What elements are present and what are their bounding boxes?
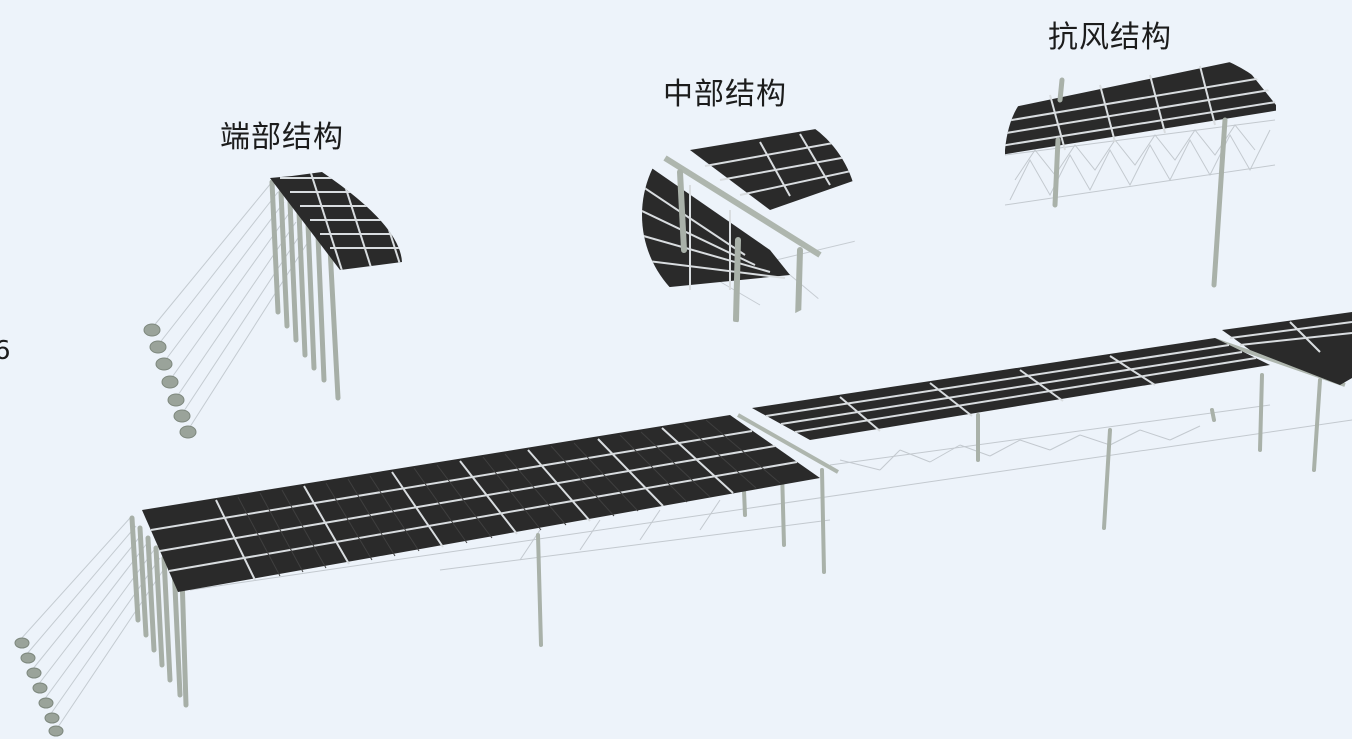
- end-structure-label: 端部结构: [220, 120, 344, 155]
- mid-panels-left: [642, 160, 790, 290]
- mid-posts: [677, 169, 803, 323]
- end-structure-inset: [143, 172, 402, 439]
- middle-structure-label: 中部结构: [663, 77, 787, 112]
- end-posts-inset: [269, 179, 341, 401]
- end-posts-main: [129, 515, 189, 708]
- panel-array-far: [1222, 312, 1352, 385]
- mid-panels-right: [690, 125, 858, 210]
- wind-posts: [1052, 77, 1228, 288]
- ground-anchors-inset: [143, 323, 197, 439]
- panel-array-left: [142, 415, 820, 592]
- middle-structure-inset: [642, 125, 858, 323]
- truss-lines: [189, 404, 1352, 591]
- ground-anchors-main: [14, 637, 64, 737]
- main-structure: [14, 312, 1352, 737]
- panel-array-right: [752, 338, 1270, 440]
- wind-structure-label: 抗风结构: [1048, 20, 1172, 55]
- mid-beam: [663, 155, 822, 258]
- wind-structure-inset: [1004, 60, 1276, 288]
- edge-fragment-text: 6: [0, 336, 11, 366]
